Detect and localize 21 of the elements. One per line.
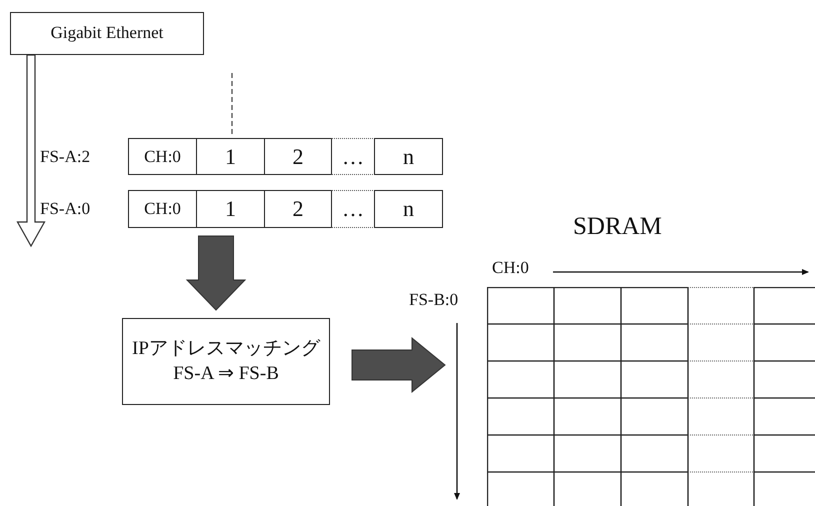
packet-cell: … (331, 190, 375, 228)
packet-cell: 2 (264, 138, 332, 175)
axis-label: CH:0 (492, 258, 529, 278)
row-label: FS-A:0 (40, 199, 90, 219)
packet-cell: CH:0 (128, 138, 197, 175)
packet-cell: 2 (264, 190, 332, 228)
axis-label: FS-B:0 (409, 290, 458, 310)
packet-cell: n (374, 138, 443, 175)
packet-cell: CH:0 (128, 190, 197, 228)
block-arrow (352, 336, 446, 394)
process-box: IPアドレスマッチング FS-A ⇒ FS-B (122, 318, 330, 405)
dashed-line (231, 73, 233, 137)
memory-title: SDRAM (573, 213, 662, 241)
packet-cell: 1 (196, 190, 265, 228)
row-label: FS-A:2 (40, 146, 90, 166)
packet-cell: … (331, 138, 375, 175)
process-box: Gigabit Ethernet (10, 12, 204, 55)
hollow-arrow (16, 54, 46, 248)
packet-cell: n (374, 190, 443, 228)
packet-cell: 1 (196, 138, 265, 175)
block-arrow (186, 236, 246, 311)
